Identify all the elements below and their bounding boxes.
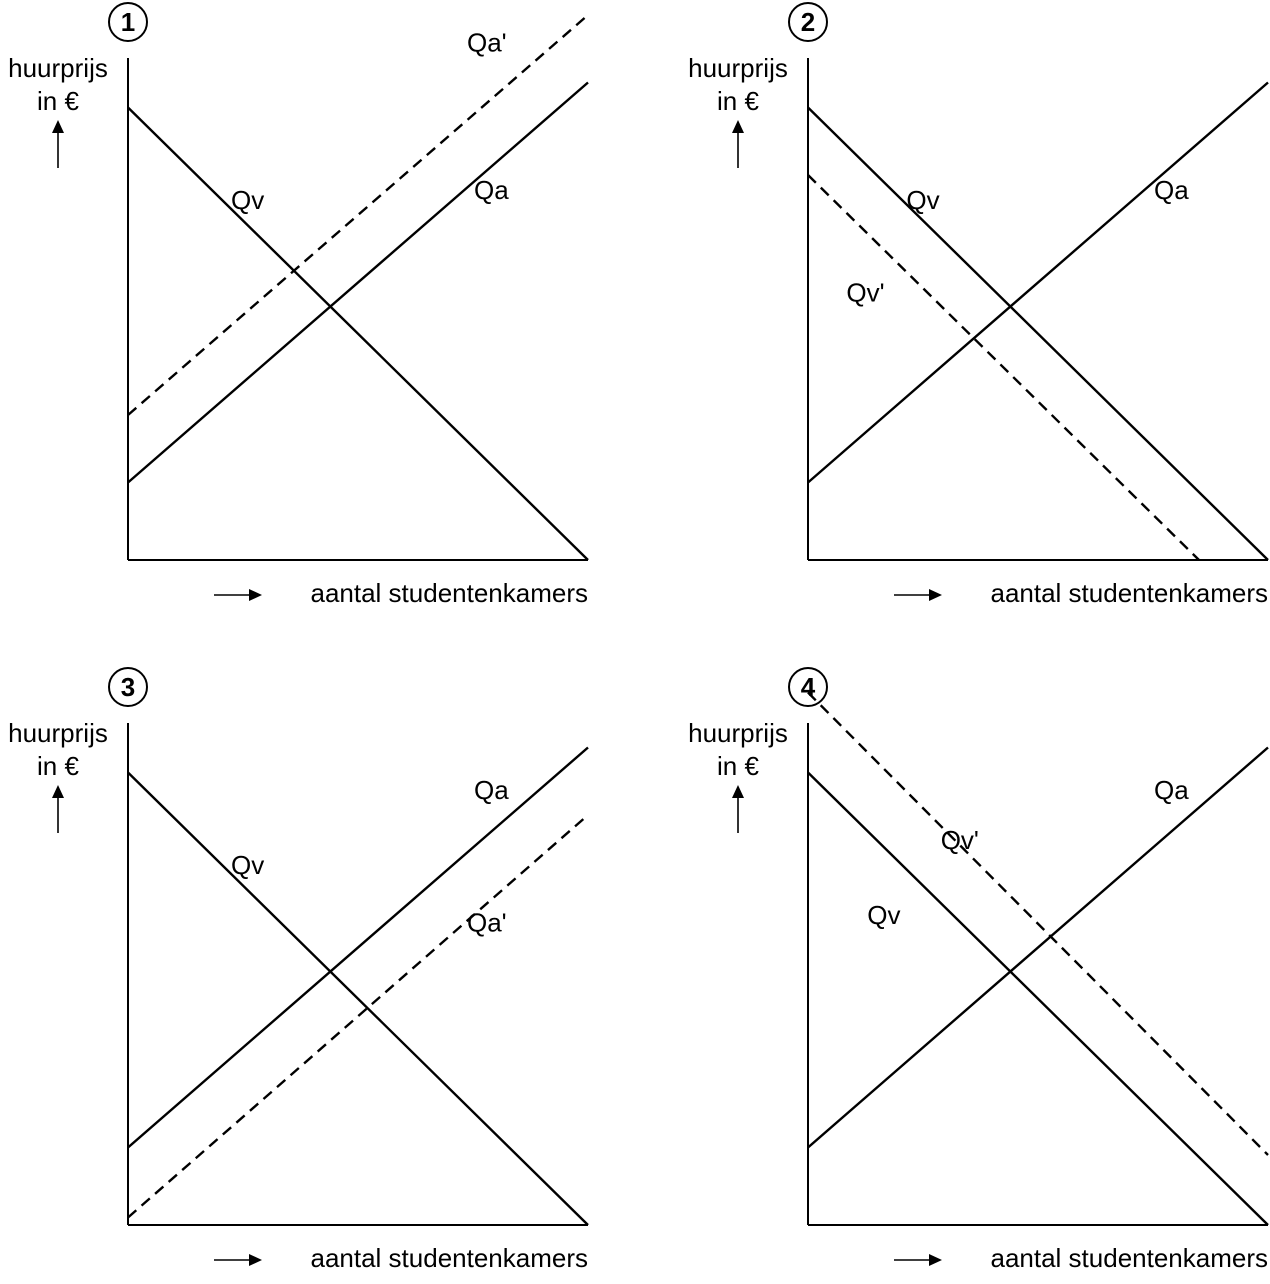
curve-label-qv-prime: Qv': [846, 278, 884, 308]
y-axis-label-line-2: in €: [717, 751, 759, 781]
y-axis-arrow-icon: [732, 120, 744, 168]
x-axis-arrow-icon: [214, 589, 262, 601]
curve-qa: [807, 746, 1269, 1149]
curve-label-qa: Qa: [1154, 775, 1189, 805]
curve-label-qv: Qv: [906, 185, 939, 215]
y-axis-arrow-icon: [52, 120, 64, 168]
curve-label-qa-prime: Qa': [467, 28, 507, 58]
curve-qv: [127, 106, 589, 561]
y-axis-label-line-1: huurprijs: [8, 718, 108, 748]
y-axis-label-line-2: in €: [717, 86, 759, 116]
panel-number: 4: [801, 672, 816, 702]
badge-circle: [108, 667, 148, 707]
y-axis-label-line-2: in €: [37, 86, 79, 116]
x-axis-label: aantal studentenkamers: [310, 578, 588, 608]
curve-qv: [807, 771, 1269, 1226]
y-axis-arrow-icon: [732, 785, 744, 833]
curve-qa-prime: [127, 14, 589, 416]
panel-number: 2: [801, 7, 815, 37]
x-axis-label: aantal studentenkamers: [990, 578, 1268, 608]
panel-number: 3: [121, 672, 135, 702]
curve-qv: [127, 771, 589, 1226]
y-axis-label-line-2: in €: [37, 751, 79, 781]
curve-label-qa: Qa: [474, 175, 509, 205]
curve-label-qv: Qv: [867, 900, 900, 930]
curve-label-qa: Qa: [1154, 175, 1189, 205]
y-axis-arrow-icon: [52, 785, 64, 833]
panel-number-badge: 4: [788, 667, 828, 707]
curve-qv: [807, 106, 1269, 561]
y-axis-label-line-1: huurprijs: [688, 53, 788, 83]
badge-circle: [788, 667, 828, 707]
x-axis-label: aantal studentenkamers: [310, 1243, 588, 1273]
x-axis-arrow-icon: [894, 1254, 942, 1266]
x-axis-label: aantal studentenkamers: [990, 1243, 1268, 1273]
badge-circle: [108, 2, 148, 42]
x-axis-arrow-icon: [214, 1254, 262, 1266]
curve-qv-prime: [807, 174, 1200, 561]
y-axis-label-line-1: huurprijs: [688, 718, 788, 748]
curve-label-qa: Qa: [474, 775, 509, 805]
panel-number-badge: 1: [108, 2, 148, 42]
curve-label-qv-prime: Qv': [941, 825, 979, 855]
y-axis-label-line-1: huurprijs: [8, 53, 108, 83]
curve-qv-prime: [807, 691, 1269, 1156]
curve-label-qv: Qv: [231, 185, 264, 215]
panel-number-badge: 3: [108, 667, 148, 707]
curve-qa-prime: [127, 814, 589, 1219]
curve-qa: [807, 81, 1269, 484]
x-axis-arrow-icon: [894, 589, 942, 601]
curve-label-qv: Qv: [231, 850, 264, 880]
curve-label-qa-prime: Qa': [467, 908, 507, 938]
badge-circle: [788, 2, 828, 42]
curve-qa: [127, 81, 589, 484]
panel-number-badge: 2: [788, 2, 828, 42]
curve-qa: [127, 746, 589, 1149]
panel-number: 1: [121, 7, 135, 37]
